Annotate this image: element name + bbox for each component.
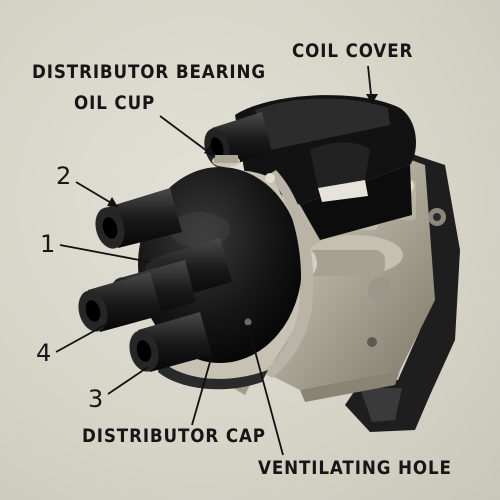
label-number-4: 4 (36, 339, 53, 367)
label-ventilating-hole: VENTILATING HOLE (258, 457, 452, 479)
leader-lines (55, 65, 378, 456)
label-number-2: 2 (56, 162, 73, 190)
leader-oil-cup (159, 115, 216, 158)
spark-tower-2 (95, 188, 182, 249)
coil-lead-tower (204, 112, 272, 168)
leader-tower-4 (55, 324, 106, 353)
label-distributor-cap: DISTRIBUTOR CAP (82, 425, 266, 447)
leader-tower-3 (107, 366, 149, 395)
arrowhead-oil-cup (204, 145, 215, 157)
spark-tower-4 (78, 272, 162, 332)
leader-tower-1 (59, 244, 151, 263)
leader-ventilating-hole (247, 324, 284, 456)
label-number-3: 3 (88, 385, 105, 413)
spark-tower-3 (129, 312, 212, 372)
label-bearing-line2: OIL CUP (74, 92, 156, 114)
mounting-bracket (345, 150, 460, 432)
label-bearing-line1: DISTRIBUTOR BEARING (32, 61, 266, 83)
label-coil-cover: COIL COVER (292, 40, 414, 62)
arrowhead-tower-2 (107, 197, 118, 207)
arrowhead-coil-cover (366, 94, 378, 104)
coil-cover (235, 95, 416, 240)
bearing-oil-cup (212, 155, 240, 167)
leader-distributor-cap (191, 354, 213, 426)
label-number-1: 1 (40, 230, 57, 258)
